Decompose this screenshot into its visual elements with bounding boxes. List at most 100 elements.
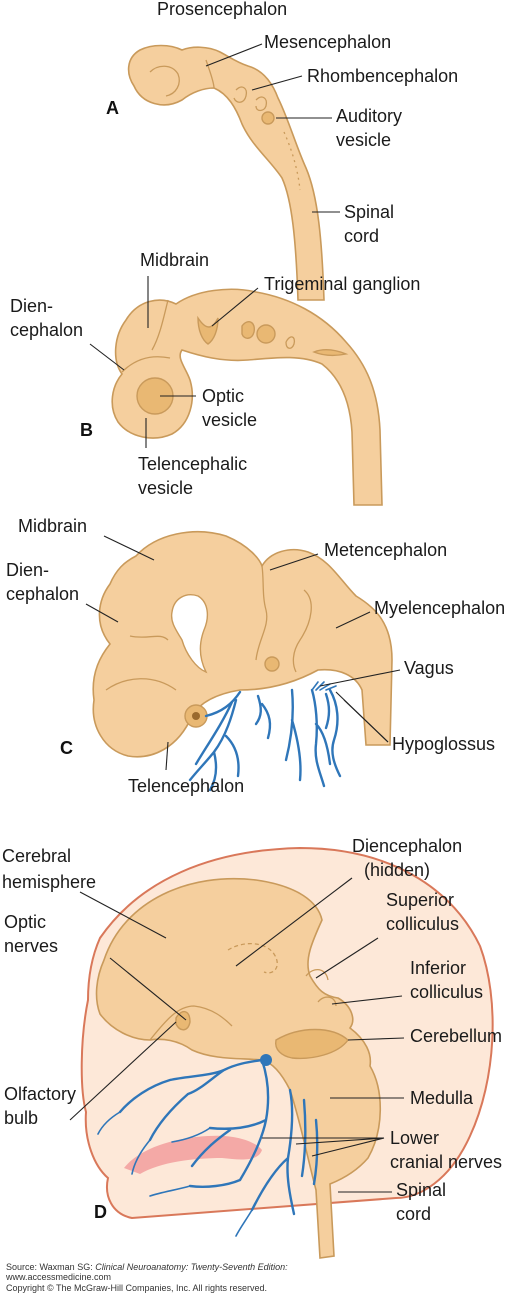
label-optic-nerves-1: Optic (4, 912, 46, 932)
label-diencephalon-1: Diencephalon (352, 836, 462, 856)
panel-c-leader-vagus (319, 669, 401, 687)
panel-c-vagus-nerve (310, 688, 332, 788)
footer-source-title: Clinical Neuroanatomy: Twenty-Seventh Ed… (95, 1262, 288, 1272)
label-b-diencephalon-1: Dien- (10, 296, 53, 316)
panel-c-fold-2 (105, 678, 177, 691)
panel-d-trigeminal-branches (188, 1058, 270, 1188)
panel-d-lower-cranial-nerves (250, 1088, 319, 1216)
label-cerebellum: Cerebellum (410, 1026, 502, 1046)
panel-b-neural-tube (111, 288, 383, 506)
panel-c-otic-vesicle (264, 656, 280, 672)
label-c-diencephalon-2: cephalon (6, 584, 79, 604)
panel-c-fold-3 (255, 565, 268, 661)
panel-d-brain (95, 877, 382, 1259)
panel-d-diencephalon-hidden (227, 943, 278, 974)
label-hypoglossus: Hypoglossus (392, 734, 495, 754)
label-spinal-cord-1: Spinal (344, 202, 394, 222)
label-diencephalon-2: (hidden) (364, 860, 430, 880)
panel-d-optic-nerves (118, 1058, 264, 1142)
label-lower-cranial-nerves-2: cranial nerves (390, 1152, 502, 1172)
label-inferior-colliculus-2: colliculus (410, 982, 483, 1002)
label-cerebral-hemisphere-1: Cerebral (2, 846, 71, 866)
panel-c-hypoglossal-nerve (324, 688, 342, 778)
panel-b-leader-dien (89, 343, 125, 371)
label-optic-vesicle-2: vesicle (202, 410, 257, 430)
label-metencephalon: Metencephalon (324, 540, 447, 560)
panel-c-trigeminal-nerve (188, 690, 242, 792)
label-trigeminal-ganglion: Trigeminal ganglion (264, 274, 420, 294)
panel-c-eye-pupil (192, 712, 200, 720)
footer-url[interactable]: www.accessmedicine.com (6, 1272, 112, 1282)
panel-d-leader-diencephalon (235, 877, 353, 967)
label-vagus: Vagus (404, 658, 454, 678)
label-lower-cranial-nerves-1: Lower (390, 1128, 439, 1148)
panel-d-leader-cerebral (79, 891, 167, 939)
label-superior-colliculus-2: colliculus (386, 914, 459, 934)
panel-d-fold-hemisphere (149, 1005, 233, 1041)
panel-b: Midbrain Trigeminal ganglion Dien- cepha… (10, 250, 420, 506)
panel-c-letter: C (60, 738, 73, 758)
panel-d-leader-lower-3 (311, 1137, 385, 1157)
label-cerebral-hemisphere-2: hemisphere (2, 872, 96, 892)
panel-d-olfactory-bulb (175, 1011, 191, 1031)
panel-d-fine-branches (97, 1111, 253, 1237)
panel-d-leader-olfactory (69, 1021, 177, 1121)
footer-source-prefix: Source: Waxman SG: (6, 1262, 96, 1272)
panel-a-fold-4 (255, 96, 268, 112)
footer-source: Source: Waxman SG: Clinical Neuroanatomy… (6, 1262, 288, 1272)
panel-b-otic-3 (285, 336, 296, 349)
label-b-diencephalon-2: cephalon (10, 320, 83, 340)
panel-a: Prosencephalon Mesencephalon Rhombenceph… (106, 0, 458, 301)
panel-b-leader-trigeminal (211, 287, 259, 327)
panel-c-fold-1 (129, 635, 169, 641)
panel-d-leader-optic (109, 957, 187, 1021)
panel-d-letter: D (94, 1202, 107, 1222)
panel-b-trigeminal-ganglion (197, 315, 219, 345)
label-myelencephalon: Myelencephalon (374, 598, 505, 618)
panel-a-letter: A (106, 98, 119, 118)
label-optic-vesicle-1: Optic (202, 386, 244, 406)
label-d-spinal-cord-2: cord (396, 1204, 431, 1224)
panel-a-fold-3 (233, 86, 248, 103)
label-c-diencephalon-1: Dien- (6, 560, 49, 580)
label-telencephalic-vesicle-1: Telencephalic (138, 454, 247, 474)
label-inferior-colliculus-1: Inferior (410, 958, 466, 978)
panel-c-brain (92, 530, 393, 758)
panel-d-leader-sup-colliculus (315, 937, 379, 979)
panel-a-fold-2 (205, 59, 215, 89)
label-medulla: Medulla (410, 1088, 474, 1108)
label-optic-nerves-2: nerves (4, 936, 58, 956)
panel-c-facial-nerve (254, 694, 272, 740)
label-prosencephalon: Prosencephalon (157, 0, 287, 19)
panel-c-leader-hypoglossus-2 (343, 699, 389, 743)
footer-copyright: Copyright © The McGraw-Hill Companies, I… (6, 1283, 268, 1293)
panel-c-leader-metencephalon (269, 553, 319, 571)
panel-c-glossopharyngeal-nerve (284, 688, 302, 782)
panel-c-leader-midbrain (103, 535, 155, 561)
panel-a-auditory-vesicle (261, 111, 275, 125)
panel-b-fold-2 (121, 356, 171, 373)
panel-d-palate (124, 1135, 262, 1174)
label-mesencephalon: Mesencephalon (264, 32, 391, 52)
panel-a-neural-tube (127, 44, 325, 301)
label-rhombencephalon: Rhombencephalon (307, 66, 458, 86)
panel-d-leader-cerebellum (347, 1037, 405, 1041)
panel-d-sup-colliculus (305, 969, 329, 981)
panel-d-cerebellum (275, 1028, 349, 1060)
panel-b-otic-2 (256, 324, 276, 344)
panel-b-somite (312, 349, 349, 357)
panel-c: Midbrain Metencephalon Dien- cephalon My… (6, 516, 505, 796)
label-spinal-cord-2: cord (344, 226, 379, 246)
label-auditory-vesicle-1: Auditory (336, 106, 402, 126)
panel-a-dots (283, 131, 301, 191)
label-d-spinal-cord-1: Spinal (396, 1180, 446, 1200)
panel-c-ventricle (170, 594, 209, 674)
panel-b-fold-1 (151, 299, 169, 351)
panel-d-ganglion (260, 1054, 272, 1066)
panel-d: Cerebral hemisphere Diencephalon (hidden… (2, 836, 502, 1259)
panel-d-leader-lower-2 (295, 1137, 385, 1145)
label-auditory-vesicle-2: vesicle (336, 130, 391, 150)
panel-a-leader-rhombencephalon (251, 75, 303, 91)
